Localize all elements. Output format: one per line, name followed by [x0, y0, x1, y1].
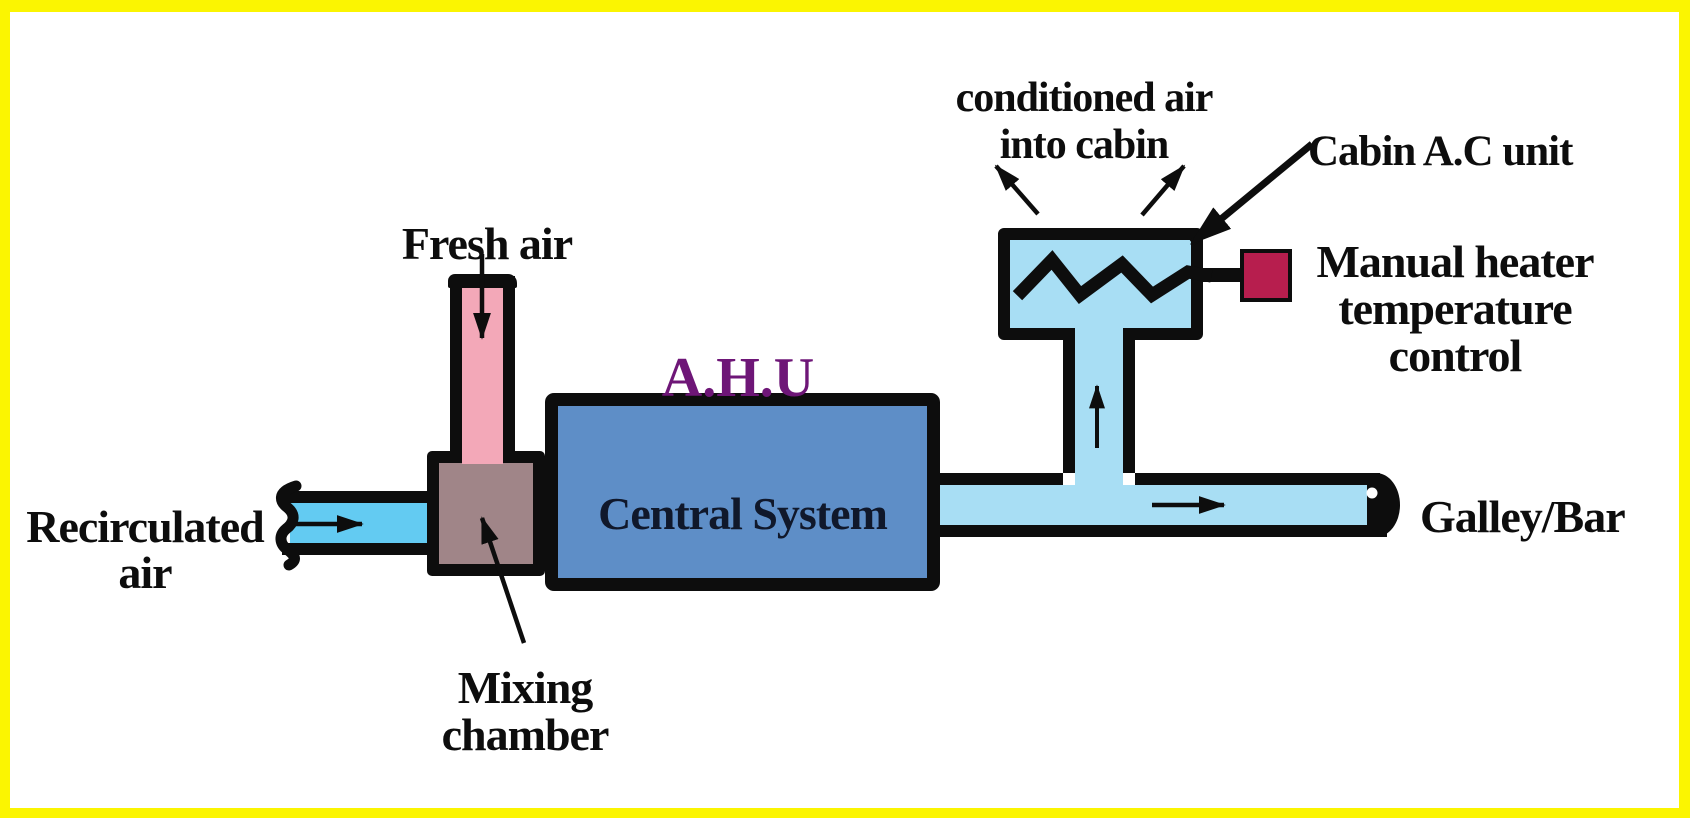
conditioned-air-label-line2: into cabin: [999, 122, 1170, 168]
mixing-chamber-label: Mixing chamber: [375, 664, 675, 758]
recirculated-air-label-line2: air: [118, 547, 172, 598]
mixing-chamber-label-line2: chamber: [441, 709, 610, 760]
fresh-air-pipe-wall-right: [503, 276, 515, 451]
manual-heater-label-line2: temperature: [1338, 283, 1572, 334]
fresh-air-pipe-wall-left: [450, 276, 462, 451]
riser-wall-right: [1123, 340, 1135, 473]
duct-wall-bottom: [940, 525, 1387, 537]
central-system-label: Central System: [598, 488, 888, 539]
mixing-chamber-box: [427, 451, 545, 576]
heater-knob-link: [1201, 268, 1242, 282]
duct-wall-top-right: [1135, 473, 1380, 485]
recirculated-air-label: Recirculated air: [0, 504, 295, 596]
conditioned-air-duct: [940, 485, 1380, 525]
conditioned-air-label-line1: conditioned air: [955, 75, 1214, 121]
ahu-label: A.H.U: [661, 347, 815, 409]
recirculated-air-label-line1: Recirculated: [26, 501, 265, 552]
fresh-air-pipe: [462, 288, 503, 464]
manual-heater-label-line1: Manual heater: [1316, 236, 1594, 287]
cabin-ac-unit-label: Cabin A.C unit: [1308, 128, 1573, 175]
manual-heater-control-knob: [1240, 249, 1292, 302]
mixing-chamber-label-line1: Mixing: [457, 662, 594, 713]
riser-pipe: [1075, 328, 1123, 485]
central-system-box: [545, 393, 940, 591]
riser-wall-left: [1063, 340, 1075, 473]
cabin-ac-unit-box: [998, 228, 1203, 340]
manual-heater-label-line3: control: [1388, 330, 1523, 381]
duct-wall-top-left: [940, 473, 1063, 485]
fresh-air-label: Fresh air: [401, 218, 573, 269]
recirculated-pipe-wall-top: [282, 491, 427, 503]
galley-bar-label: Galley/Bar: [1420, 491, 1626, 542]
recirculated-air-pipe: [290, 503, 427, 545]
conditioned-air-label: conditioned air into cabin: [934, 75, 1234, 169]
recirculated-pipe-wall-bottom: [282, 543, 427, 555]
manual-heater-label: Manual heater temperature control: [1305, 238, 1605, 379]
